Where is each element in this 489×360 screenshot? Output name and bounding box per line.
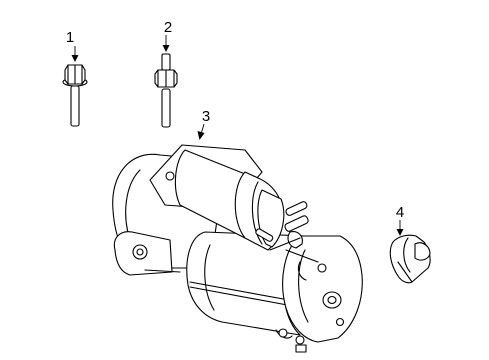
arrowhead-1 xyxy=(197,131,205,140)
callout-number-3: 2 xyxy=(164,19,172,36)
callout-4: 4 xyxy=(396,204,404,236)
callout-number-1: 3 xyxy=(202,108,210,125)
bolt-part-2 xyxy=(62,64,88,127)
terminal-cover-part-4 xyxy=(389,234,431,284)
callout-number-4: 4 xyxy=(396,204,404,221)
callout-1: 3 xyxy=(197,108,210,140)
callout-2: 1 xyxy=(66,29,79,62)
starter-motor xyxy=(112,144,363,353)
terminal-studs xyxy=(255,201,309,249)
callout-3: 2 xyxy=(162,19,172,52)
arrowhead-4 xyxy=(396,229,404,236)
stud-part-3 xyxy=(154,53,178,128)
callout-number-2: 1 xyxy=(66,29,74,46)
arrowhead-2 xyxy=(71,55,79,62)
arrowhead-3 xyxy=(162,45,170,52)
